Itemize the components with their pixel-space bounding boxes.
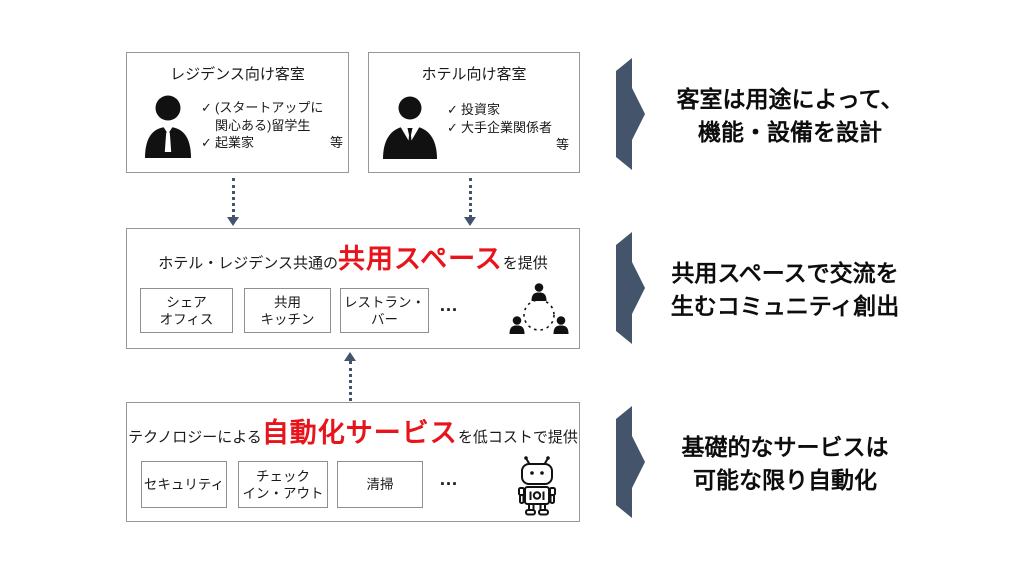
list-item-text: 投資家 xyxy=(461,102,501,117)
list-item: ✓ (スタートアップに xyxy=(201,99,343,117)
chevron-right-icon xyxy=(616,58,645,170)
inner-box-label: シェア xyxy=(166,294,207,310)
shared-kitchen-box: 共用 キッチン xyxy=(244,288,331,333)
dotted-connector-line xyxy=(232,178,235,218)
takeaway-line: 共用スペースで交流を xyxy=(671,260,899,286)
hotel-target-list: ✓ 投資家 ✓ 大手企業関係者 等 xyxy=(447,101,569,154)
robot-icon xyxy=(511,455,563,517)
arrow-down-icon xyxy=(464,217,476,226)
takeaway-line: 客室は用途によって、 xyxy=(676,86,904,112)
cleaning-box: 清掃 xyxy=(337,461,423,508)
check-icon: ✓ xyxy=(201,135,212,150)
list-item-text: 関心ある)留学生 xyxy=(215,117,311,133)
arrow-down-icon xyxy=(227,217,239,226)
residence-room-title: レジデンス向け客室 xyxy=(170,66,305,83)
heading-prefix: ホテル・レジデンス共通の xyxy=(158,255,338,272)
share-office-box: シェア オフィス xyxy=(140,288,233,333)
businessman-person-icon xyxy=(381,95,439,159)
list-item-text: (スタートアップに xyxy=(215,100,324,115)
check-icon: ✓ xyxy=(447,119,458,135)
list-item-inner: ✓起業家 xyxy=(201,134,254,152)
list-item-text: 起業家 xyxy=(215,135,255,150)
restaurant-bar-box: レストラン・ バー xyxy=(340,288,429,333)
residence-target-list: ✓ (スタートアップに 関心ある)留学生 ✓起業家 等 xyxy=(201,99,343,152)
takeaway-automation: 基礎的なサービスは 可能な限り自動化 xyxy=(635,431,935,497)
heading-suffix: を提供 xyxy=(502,255,548,272)
inner-box-label: レストラン・ xyxy=(344,294,425,310)
list-item-text: 大手企業関係者 xyxy=(461,119,553,135)
list-item: ✓ 大手企業関係者 xyxy=(447,119,569,137)
check-icon: ✓ xyxy=(447,102,458,117)
takeaway-line: 可能な限り自動化 xyxy=(693,467,877,493)
shared-space-box: ホテル・レジデンス共通の共用スペースを提供 シェア オフィス 共用 キッチン レ… xyxy=(126,228,580,349)
etc-label: 等 xyxy=(555,137,569,152)
heading-highlight: 自動化サービス xyxy=(261,418,458,448)
etc-label: 等 xyxy=(329,135,343,150)
list-item: ✓起業家 等 xyxy=(201,134,343,152)
ellipsis-label: … xyxy=(439,469,460,490)
automation-service-box: テクノロジーによる自動化サービスを低コストで提供 セキュリティ チェック イン・… xyxy=(126,402,580,522)
inner-box-label: 共用 xyxy=(274,294,301,310)
inner-box-label: イン・アウト xyxy=(242,485,324,501)
takeaway-room-design: 客室は用途によって、 機能・設備を設計 xyxy=(645,83,935,149)
hotel-room-title: ホテル向け客室 xyxy=(421,66,527,83)
community-people-icon xyxy=(505,283,573,339)
hotel-room-box: ホテル向け客室 ✓ 投資家 ✓ 大手企業関係者 等 xyxy=(368,52,580,173)
heading-prefix: テクノロジーによる xyxy=(128,429,262,446)
list-item: ✓ 投資家 xyxy=(447,101,569,119)
student-person-icon xyxy=(142,94,194,158)
residence-room-box: レジデンス向け客室 ✓ (スタートアップに 関心ある)留学生 ✓起業家 等 xyxy=(126,52,349,173)
takeaway-line: 基礎的なサービスは xyxy=(681,434,889,460)
check-icon: ✓ xyxy=(201,100,212,115)
inner-box-label: バー xyxy=(371,311,398,327)
heading-highlight: 共用スペース xyxy=(337,244,503,274)
chevron-right-icon xyxy=(616,232,645,344)
automation-heading: テクノロジーによる自動化サービスを低コストで提供 xyxy=(127,411,579,451)
chevron-right-icon xyxy=(616,406,645,518)
shared-space-heading: ホテル・レジデンス共通の共用スペースを提供 xyxy=(127,237,579,277)
check-in-out-box: チェック イン・アウト xyxy=(238,461,328,508)
inner-box-label: オフィス xyxy=(159,311,214,327)
inner-box-label: チェック xyxy=(256,468,310,484)
inner-box-label: キッチン xyxy=(260,311,315,327)
takeaway-line: 生むコミュニティ創出 xyxy=(670,293,900,319)
takeaway-line: 機能・設備を設計 xyxy=(698,119,882,145)
dotted-connector-line xyxy=(349,361,352,401)
arrow-up-icon xyxy=(344,352,356,361)
security-box: セキュリティ xyxy=(141,461,227,508)
takeaway-community: 共用スペースで交流を 生むコミュニティ創出 xyxy=(635,257,935,323)
inner-box-label: セキュリティ xyxy=(143,477,225,492)
inner-box-label: 清掃 xyxy=(366,477,394,492)
ellipsis-label: … xyxy=(439,295,460,316)
dotted-connector-line xyxy=(469,178,472,218)
heading-suffix: を低コストで提供 xyxy=(457,429,578,446)
